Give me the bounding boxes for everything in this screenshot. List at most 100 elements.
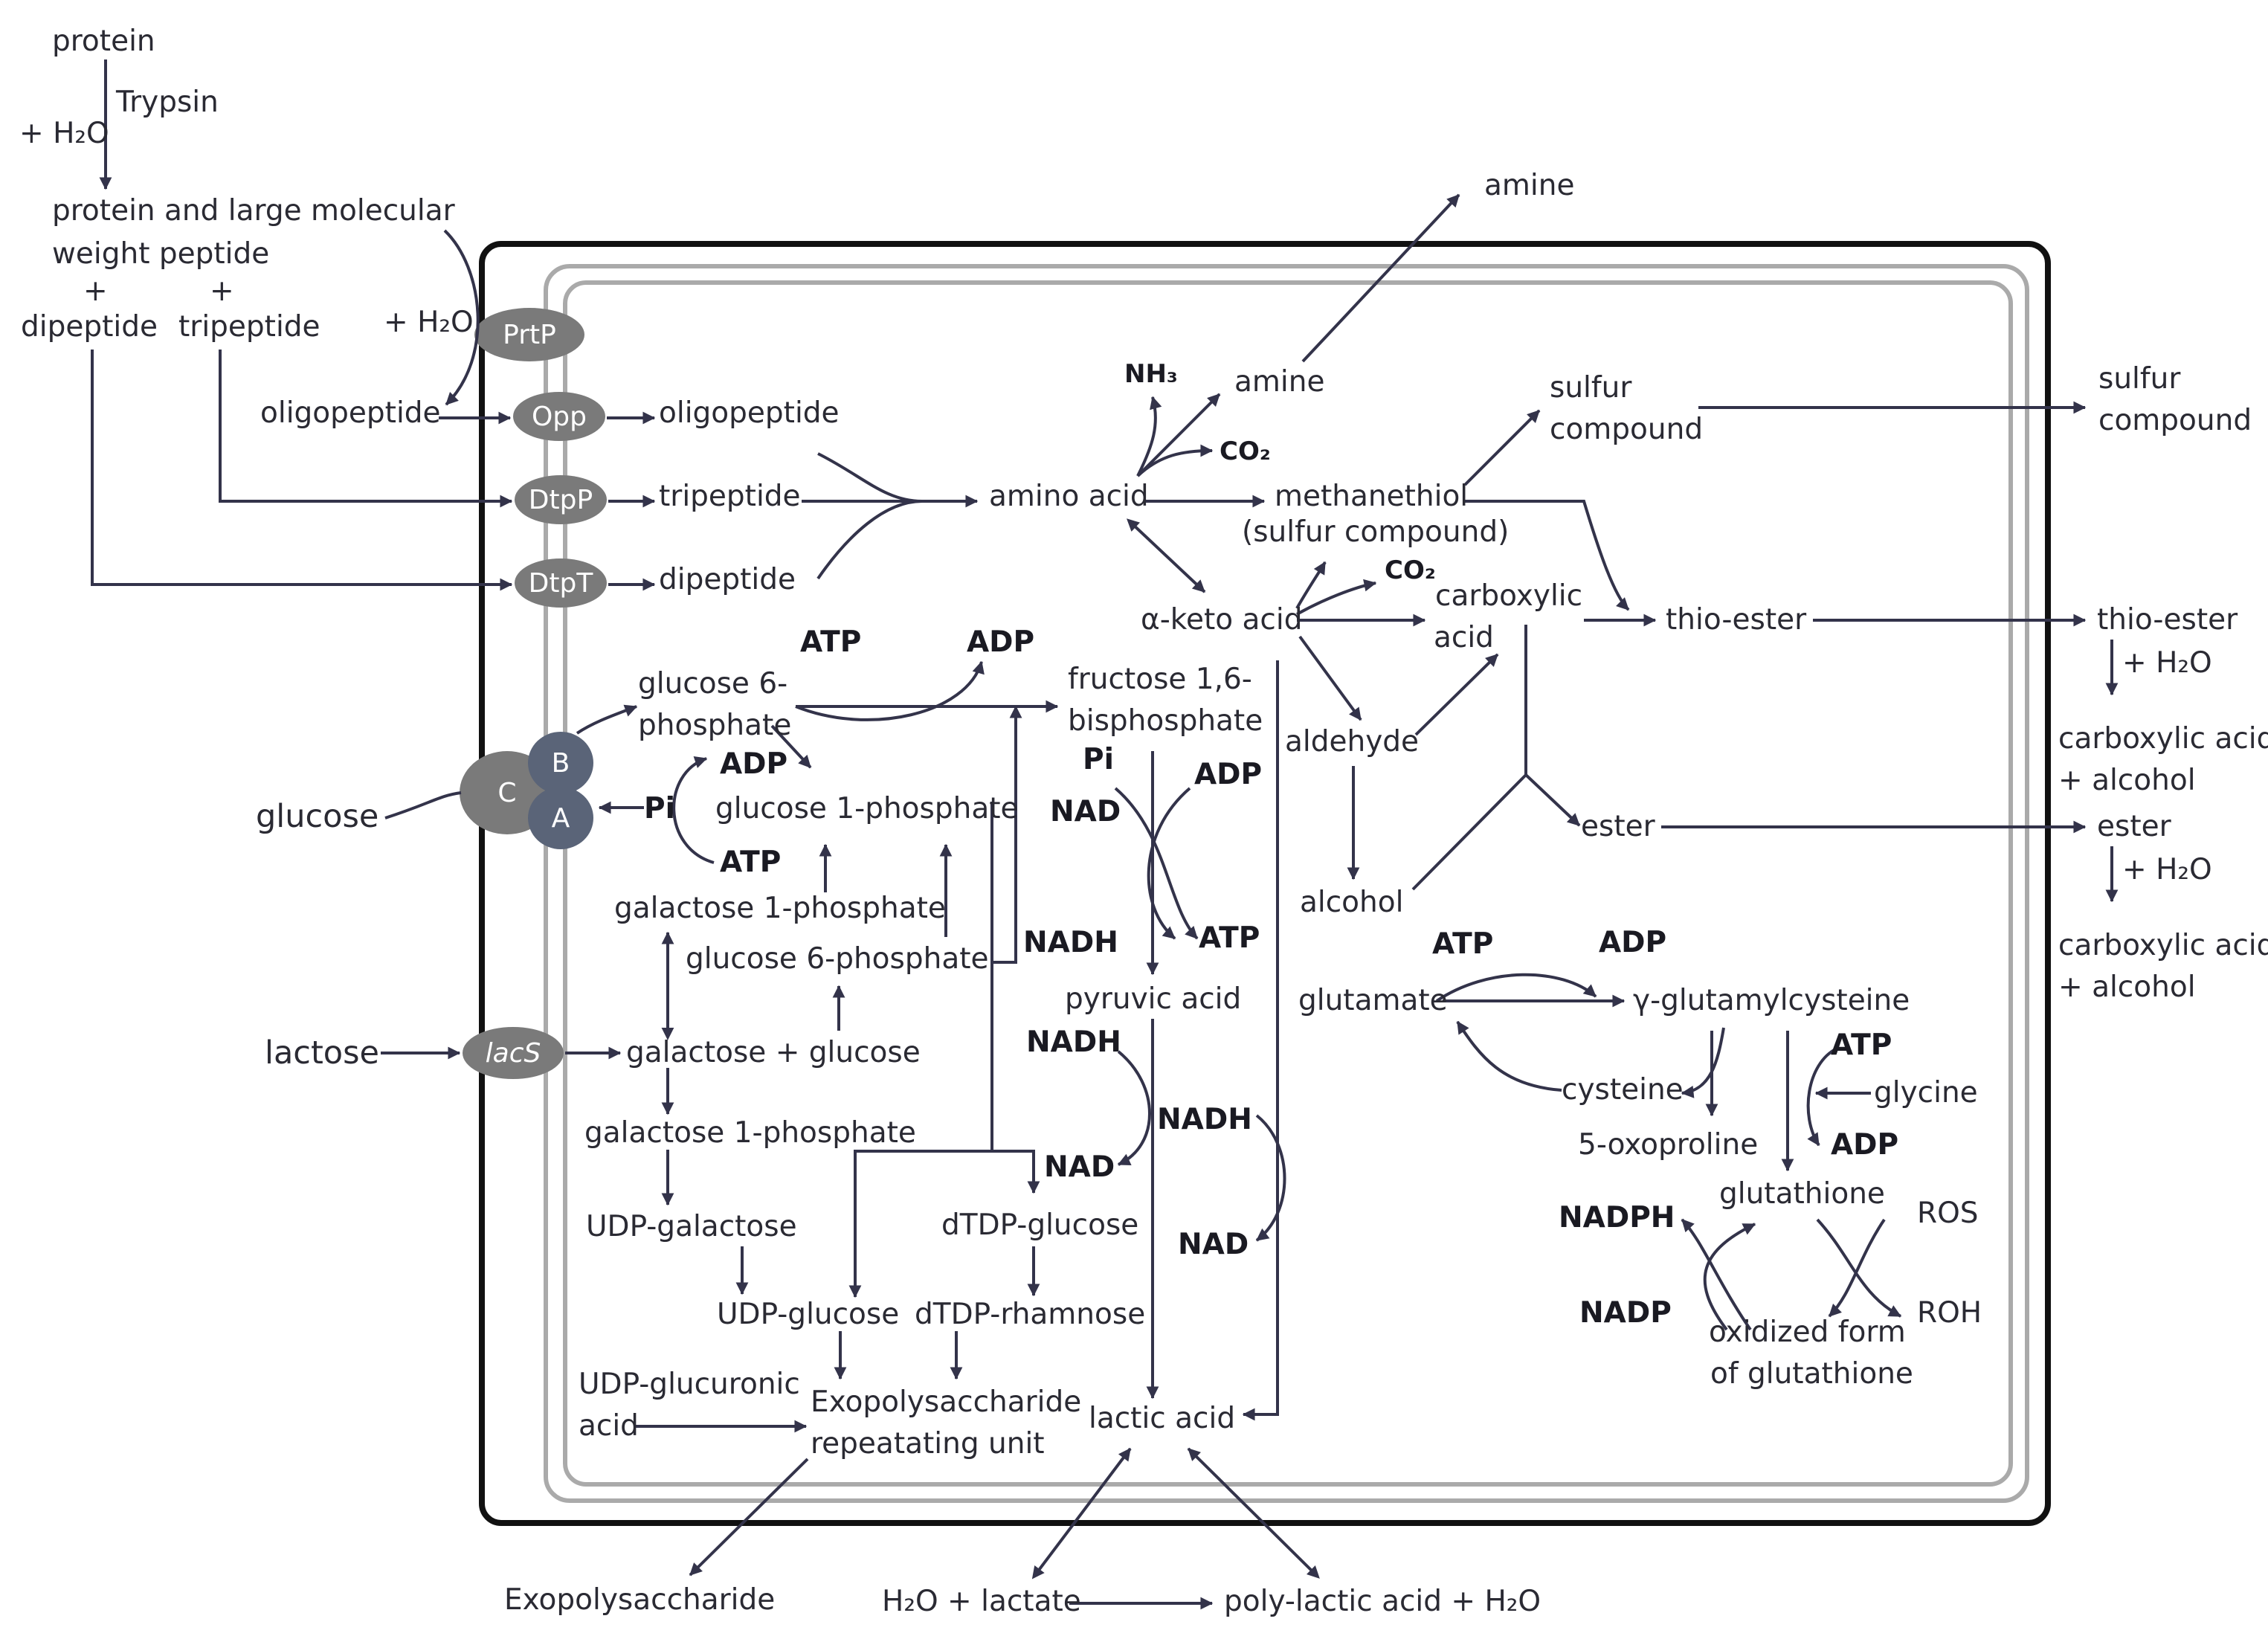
label-fructose-1: fructose 1,6- bbox=[1068, 663, 1252, 696]
label-methanethiol-1: methanethiol bbox=[1275, 480, 1468, 513]
label-sulfur-in-2: compound bbox=[1550, 413, 1703, 446]
label-adp-g6p: ADP bbox=[967, 625, 1034, 659]
label-gal1p-low: galactose 1-phosphate bbox=[584, 1116, 916, 1150]
pts-a-label: A bbox=[552, 803, 570, 834]
label-eps-unit-1: Exopolysaccharide bbox=[811, 1385, 1081, 1419]
label-tripeptide-out: tripeptide bbox=[178, 310, 320, 344]
label-nadp: NADP bbox=[1579, 1296, 1672, 1330]
label-alcohol: alcohol bbox=[1300, 886, 1403, 919]
label-glycine: glycine bbox=[1874, 1076, 1978, 1110]
label-pi-pts: Pi bbox=[644, 792, 675, 825]
label-keto-acid: α-keto acid bbox=[1141, 603, 1302, 637]
label-amine-out: amine bbox=[1484, 169, 1574, 202]
pts-c-label: C bbox=[497, 778, 516, 808]
label-amino-acid: amino acid bbox=[989, 480, 1149, 513]
dtpt-label: DtpT bbox=[529, 568, 594, 599]
label-protein: protein bbox=[52, 25, 155, 58]
label-g6p-lower: glucose 6-phosphate bbox=[686, 942, 989, 976]
label-adp-pts: ADP bbox=[720, 747, 787, 781]
label-trypsin: Trypsin bbox=[115, 86, 219, 119]
label-g6p-1: glucose 6- bbox=[638, 667, 787, 701]
label-protein-large-2: weight peptide bbox=[52, 237, 269, 271]
label-protein-large-1: protein and large molecular bbox=[52, 194, 456, 228]
prtp-protein bbox=[474, 308, 584, 361]
label-dipeptide-out: dipeptide bbox=[21, 310, 158, 344]
label-nadh-lac: NADH bbox=[1157, 1103, 1252, 1136]
label-nh3: NH₃ bbox=[1124, 359, 1178, 389]
label-adp-glyc: ADP bbox=[1194, 758, 1262, 791]
label-atp-gly: ATP bbox=[1831, 1028, 1892, 1062]
membrane-proteins: PrtP Opp DtpP DtpT lacS C B A bbox=[460, 308, 607, 1079]
label-ester-out: ester bbox=[2097, 810, 2172, 843]
label-dtdp-rha: dTDP-rhamnose bbox=[915, 1298, 1145, 1331]
lacs-protein bbox=[463, 1027, 564, 1079]
label-lactose: lactose bbox=[265, 1034, 379, 1072]
opp-label: Opp bbox=[532, 402, 587, 432]
label-udp-glcu-2: acid bbox=[579, 1409, 639, 1443]
label-nad-lac: NAD bbox=[1178, 1228, 1249, 1261]
label-carboxylic-1: carboxylic bbox=[1435, 579, 1582, 613]
label-oxidized-1: oxidized form bbox=[1709, 1316, 1906, 1349]
pts-a-protein bbox=[528, 787, 593, 849]
label-thioester-out: thio-ester bbox=[2097, 603, 2238, 637]
lacs-label: lacS bbox=[486, 1038, 541, 1069]
label-oligopeptide-out: oligopeptide bbox=[260, 396, 441, 430]
label-co2-keto: CO₂ bbox=[1385, 556, 1436, 585]
label-roh: ROH bbox=[1917, 1296, 1982, 1330]
label-co2-amine: CO₂ bbox=[1220, 437, 1271, 466]
label-thioester-in: thio-ester bbox=[1666, 603, 1807, 637]
label-dtdp-glc: dTDP-glucose bbox=[941, 1208, 1138, 1242]
label-h2o-top: + H₂O bbox=[19, 117, 109, 150]
label-ros: ROS bbox=[1917, 1197, 1979, 1230]
label-amine-in: amine bbox=[1234, 365, 1324, 399]
label-dipeptide-in: dipeptide bbox=[659, 563, 796, 596]
label-nadh-glyc: NADH bbox=[1023, 926, 1118, 959]
pathway-arrows bbox=[91, 59, 2119, 1610]
label-glutamate: glutamate bbox=[1298, 984, 1448, 1017]
label-plus-left: + bbox=[83, 274, 108, 308]
label-methanethiol-2: (sulfur compound) bbox=[1242, 515, 1509, 549]
label-exopolysaccharide: Exopolysaccharide bbox=[504, 1583, 775, 1617]
label-nadph: NADPH bbox=[1559, 1201, 1675, 1234]
prtp-label: PrtP bbox=[503, 320, 556, 350]
label-g1p: glucose 1-phosphate bbox=[715, 792, 1019, 825]
dtpp-label: DtpP bbox=[529, 485, 593, 515]
label-pyruvic: pyruvic acid bbox=[1065, 982, 1241, 1016]
label-fructose-2: bisphosphate bbox=[1068, 704, 1263, 738]
pts-b-protein bbox=[528, 732, 593, 794]
label-sulfur-in-1: sulfur bbox=[1550, 371, 1632, 405]
label-h2o-prtp: + H₂O bbox=[384, 306, 474, 339]
label-atp-glyc: ATP bbox=[1199, 921, 1260, 955]
label-eps-unit-2: repeatating unit bbox=[811, 1427, 1045, 1461]
label-oligopeptide-in: oligopeptide bbox=[659, 396, 840, 430]
label-glutathione: glutathione bbox=[1719, 1177, 1885, 1211]
label-aldehyde: aldehyde bbox=[1285, 725, 1419, 759]
pathway-labels: protein Trypsin + H₂O protein and large … bbox=[19, 25, 2268, 1618]
label-carb-alc-1a: carboxylic acid bbox=[2058, 722, 2268, 756]
label-oxoproline: 5-oxoproline bbox=[1578, 1128, 1758, 1162]
label-atp-g6p: ATP bbox=[800, 625, 861, 659]
label-gal-glc: galactose + glucose bbox=[626, 1036, 921, 1069]
label-g6p-2: phosphate bbox=[638, 709, 791, 742]
label-atp-pts: ATP bbox=[720, 846, 781, 879]
label-sulfur-out-1: sulfur bbox=[2098, 362, 2181, 396]
label-ester-in: ester bbox=[1581, 810, 1656, 843]
label-cysteine: cysteine bbox=[1562, 1073, 1684, 1107]
label-gal1p-top: galactose 1-phosphate bbox=[614, 892, 946, 925]
label-carb-alc-1b: + alcohol bbox=[2058, 764, 2196, 797]
label-plus-right: + bbox=[210, 274, 234, 308]
label-h2o-lactate: H₂O + lactate bbox=[882, 1585, 1081, 1618]
label-udp-glcu-1: UDP-glucuronic bbox=[579, 1368, 800, 1401]
label-nadh-pyr: NADH bbox=[1026, 1025, 1121, 1059]
label-carb-alc-2a: carboxylic acid bbox=[2058, 929, 2268, 962]
label-glucose: glucose bbox=[256, 798, 378, 835]
label-pi-glyc: Pi bbox=[1083, 743, 1114, 776]
label-lactic: lactic acid bbox=[1089, 1402, 1235, 1435]
opp-protein bbox=[513, 392, 605, 441]
label-h2o-thio: + H₂O bbox=[2122, 646, 2212, 680]
label-h2o-ester: + H₂O bbox=[2122, 853, 2212, 886]
label-adp-glu: ADP bbox=[1599, 926, 1666, 959]
label-nad-glyc: NAD bbox=[1050, 795, 1121, 828]
pts-b-label: B bbox=[552, 748, 570, 779]
